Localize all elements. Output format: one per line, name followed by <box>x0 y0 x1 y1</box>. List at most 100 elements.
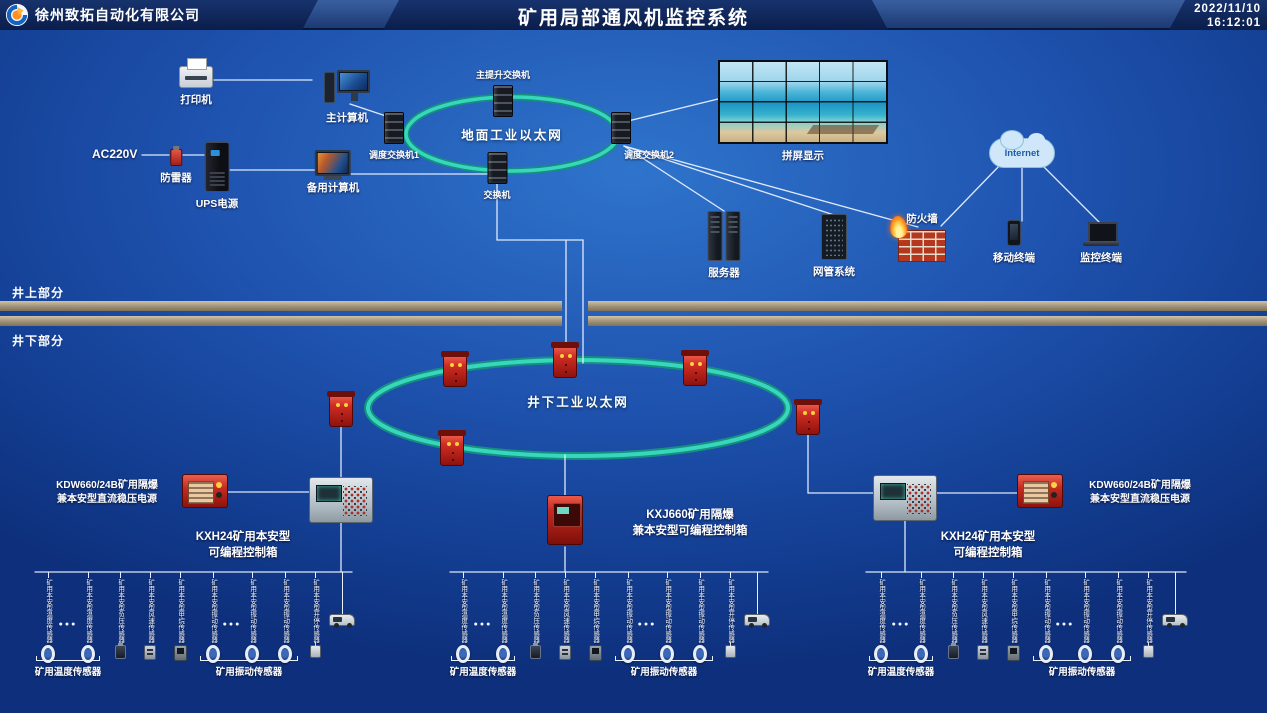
dc-power-supply-right[interactable] <box>1017 474 1063 508</box>
vibration-sensor-drop[interactable]: 矿用本安型振动传感器 <box>618 572 638 663</box>
drop-line <box>952 572 954 578</box>
plc-control-box-right[interactable] <box>873 475 937 521</box>
firewall[interactable]: 防火墙 <box>898 211 946 262</box>
dispatch-switch-2[interactable]: 调度交换机2 <box>596 112 674 161</box>
pressure-sensor-icon <box>529 643 541 659</box>
surface-ethernet-ring-label: 地面工业以太网 <box>461 128 563 143</box>
temperature-sensor-drop[interactable]: 矿用本安型温度传感器 <box>911 572 931 663</box>
mine-switch-right[interactable] <box>794 399 822 435</box>
mine-switch-upper-left[interactable] <box>441 351 469 387</box>
temperature-sensor-drop[interactable]: 矿用本安型温度传感器 <box>38 572 58 663</box>
mine-switch-top[interactable] <box>551 342 579 378</box>
wind-speed-sensor-drop[interactable]: 矿用本安型风速传感器 <box>973 572 993 660</box>
vibration-sensor-drop[interactable]: 矿用本安型振动传感器 <box>203 572 223 663</box>
backup-computer[interactable]: 备用计算机 <box>306 150 360 195</box>
temperature-sensor-drop[interactable]: 矿用本安型温度传感器 <box>493 572 513 663</box>
sensor-label: 矿用本安型负压传感器 <box>117 579 125 643</box>
temperature-sensor-drop[interactable]: 矿用本安型温度传感器 <box>871 572 891 663</box>
server[interactable]: 服务器 <box>707 211 741 280</box>
sensor-label: 矿用本安型温度传感器 <box>878 579 886 643</box>
vibration-sensor-drop[interactable]: 矿用本安型振动传感器 <box>242 572 262 663</box>
dispatch-switch-1-label: 调度交换机1 <box>368 150 420 160</box>
onoff-sensor-drop[interactable]: 矿用本安型开停传感器 <box>305 572 325 658</box>
temp-group-label: 矿用温度传感器 <box>34 667 102 678</box>
power-supply-icon <box>182 474 228 508</box>
dc-power-supply-left[interactable] <box>182 474 228 508</box>
dispatch-switch-2-label: 调度交换机2 <box>623 150 675 160</box>
vibration-sensor-drop[interactable]: 矿用本安型振动传感器 <box>1075 572 1095 663</box>
wind-speed-sensor-drop[interactable]: 矿用本安型风速传感器 <box>140 572 160 660</box>
main-computer[interactable]: 主计算机 <box>324 70 370 125</box>
flameproof-control-box-icon <box>547 495 583 545</box>
drop-line <box>284 572 286 578</box>
internet-cloud[interactable]: Internet <box>989 130 1055 168</box>
onoff-sensor-drop[interactable]: 矿用本安型开停传感器 <box>1138 572 1158 658</box>
vibration-sensor-drop[interactable]: 矿用本安型振动传感器 <box>275 572 295 663</box>
vibration-group-label: 矿用振动传感器 <box>1048 667 1116 678</box>
onoff-sensor-drop[interactable]: 矿用本安型开停传感器 <box>720 572 740 658</box>
methane-sensor-drop[interactable]: 矿用本安型甲烷传感器 <box>585 572 605 661</box>
mine-switch-upper-right[interactable] <box>681 350 709 386</box>
fan-vehicle-drop[interactable] <box>1162 572 1188 628</box>
header-panel <box>1169 0 1267 30</box>
fan-vehicle-drop[interactable] <box>744 572 770 628</box>
network-management-system[interactable]: 网管系统 <box>813 214 855 279</box>
sensor-label: 矿用本安型负压传感器 <box>950 579 958 643</box>
switch-stack-icon <box>492 85 513 117</box>
vibration-sensor-drop[interactable]: 矿用本安型振动传感器 <box>690 572 710 663</box>
fan-vehicle-drop[interactable] <box>329 572 355 628</box>
plc-control-box-center[interactable] <box>547 495 583 545</box>
surface-section-label: 井上部分 <box>12 286 65 300</box>
drop-line <box>179 572 181 578</box>
plc-control-box-left[interactable] <box>309 477 373 523</box>
temperature-sensor-drop[interactable]: 矿用本安型温度传感器 <box>78 572 98 663</box>
sensor-label: 矿用本安型温度传感器 <box>918 579 926 643</box>
video-wall-icon <box>718 60 888 144</box>
arrester-icon <box>170 146 182 166</box>
desktop-computer-icon <box>324 70 370 106</box>
core-switch[interactable]: 交换机 <box>483 152 511 201</box>
video-wall[interactable]: 拼屏显示 <box>718 60 888 163</box>
temperature-sensor-icon <box>496 645 510 663</box>
sensor-label: 矿用本安型风速传感器 <box>147 579 155 643</box>
sensor-label: 矿用本安型温度传感器 <box>85 579 93 643</box>
drop-line <box>666 572 668 578</box>
date-text: 2022/11/10 <box>1194 3 1261 15</box>
mine-switch-lower-left[interactable] <box>438 430 466 466</box>
main-hoist-switch[interactable]: 主提升交换机 <box>476 68 530 117</box>
printer[interactable]: 打印机 <box>179 58 213 107</box>
vibration-sensor-icon <box>693 645 707 663</box>
methane-sensor-drop[interactable]: 矿用本安型甲烷传感器 <box>170 572 190 661</box>
wind-speed-sensor-drop[interactable]: 矿用本安型风速传感器 <box>555 572 575 660</box>
ups[interactable]: UPS电源 <box>196 142 238 211</box>
smartphone-icon <box>1007 220 1021 246</box>
brand: 徐州致拓自动化有限公司 <box>5 0 200 30</box>
dispatch-switch-1[interactable]: 调度交换机1 <box>369 112 419 161</box>
drop-line <box>756 572 758 614</box>
switch-stack-icon <box>610 112 631 144</box>
methane-sensor-icon <box>588 645 602 661</box>
flameproof-switch-icon <box>794 399 822 435</box>
methane-sensor-drop[interactable]: 矿用本安型甲烷传感器 <box>1003 572 1023 661</box>
temperature-sensor-drop[interactable]: 矿用本安型温度传感器 <box>453 572 473 663</box>
drop-line <box>149 572 151 578</box>
sensor-label: 矿用本安型温度传感器 <box>500 579 508 643</box>
monitor-terminal[interactable]: 监控终端 <box>1080 222 1122 265</box>
vibration-sensor-drop[interactable]: 矿用本安型振动传感器 <box>1036 572 1056 663</box>
mobile-terminal[interactable]: 移动终端 <box>993 220 1035 265</box>
negative-pressure-sensor-drop[interactable]: 矿用本安型负压传感器 <box>110 572 130 659</box>
sensor-label: 矿用本安型风速传感器 <box>980 579 988 643</box>
drop-line <box>627 572 629 578</box>
drop-line <box>699 572 701 578</box>
negative-pressure-sensor-drop[interactable]: 矿用本安型负压传感器 <box>525 572 545 659</box>
vibration-sensor-drop[interactable]: 矿用本安型振动传感器 <box>1108 572 1128 663</box>
lightning-arrester[interactable]: 防雷器 <box>160 146 192 185</box>
temperature-sensor-icon <box>41 645 55 663</box>
temp-group-label: 矿用温度传感器 <box>867 667 935 678</box>
sensor-label: 矿用本安型负压传感器 <box>532 579 540 643</box>
negative-pressure-sensor-drop[interactable]: 矿用本安型负压传感器 <box>943 572 963 659</box>
mine-switch-left[interactable] <box>327 391 355 427</box>
backup-computer-label: 备用计算机 <box>306 182 360 194</box>
vibration-sensor-drop[interactable]: 矿用本安型振动传感器 <box>657 572 677 663</box>
